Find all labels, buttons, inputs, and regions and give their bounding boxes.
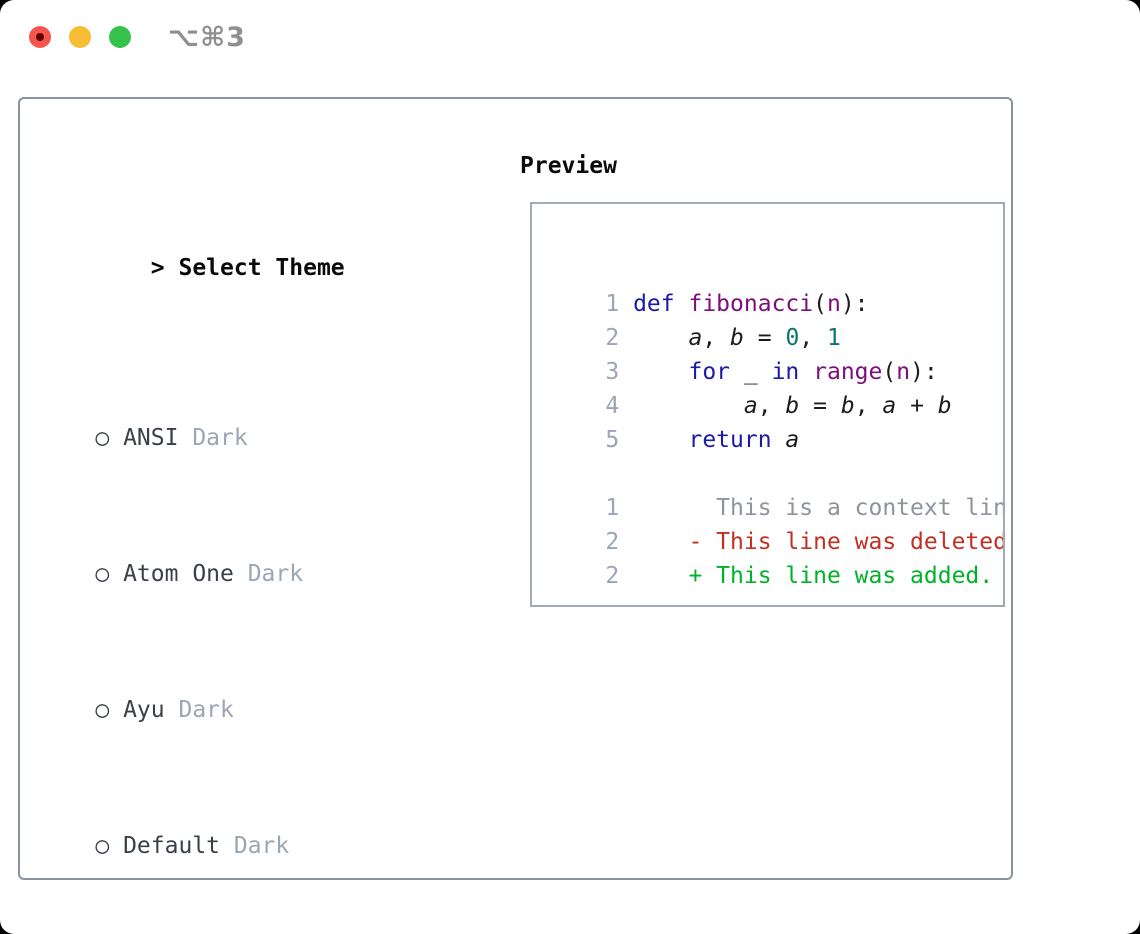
code-token: [633, 359, 688, 385]
code-token: ,: [757, 393, 786, 419]
diff-line-content: + This line was added.: [688, 563, 994, 589]
code-line: 3 for _ in range(n):: [550, 321, 1003, 385]
code-token: (: [813, 291, 827, 317]
code-token: ,: [854, 393, 883, 419]
diff-line: 2 - This line was deleted.: [550, 491, 1003, 555]
zoom-button[interactable]: [109, 26, 131, 48]
cursor-prompt-icon: >: [150, 255, 165, 281]
select-theme-heading-label: Select Theme: [178, 255, 345, 281]
code-token: b: [785, 393, 800, 419]
code-token: ):: [840, 291, 869, 317]
code-token: 1: [827, 325, 841, 351]
code-token: [675, 291, 689, 317]
theme-variant-label: Dark: [192, 425, 248, 451]
select-theme-heading: > Select Theme: [40, 217, 428, 281]
code-token: in: [771, 359, 800, 385]
theme-list-item[interactable]: ○ Ayu Dark: [40, 659, 428, 723]
code-token: =: [799, 393, 841, 419]
code-token: _: [730, 359, 772, 385]
code-line: 2 a, b = 0, 1: [550, 287, 1003, 351]
code-token: a: [785, 427, 800, 453]
theme-name: ANSI: [123, 425, 179, 451]
line-number: 1: [605, 495, 620, 521]
code-token: ,: [799, 325, 827, 351]
line-number: 3: [605, 359, 620, 385]
diff-line: 1 This is a context line.: [550, 457, 1003, 521]
code-token: n: [896, 359, 911, 385]
code-token: 0: [785, 325, 800, 351]
close-button[interactable]: [29, 26, 51, 48]
theme-name: Ayu: [123, 697, 165, 723]
radio-icon: ○: [95, 561, 110, 587]
code-token: b: [937, 393, 952, 419]
code-token: a: [882, 393, 897, 419]
code-token: ,: [702, 325, 731, 351]
theme-variant-label: Dark: [233, 833, 290, 859]
code-token: return: [688, 427, 772, 453]
line-number: 5: [605, 427, 620, 453]
line-number: 4: [605, 393, 620, 419]
window-titlebar: ⌥⌘3: [0, 0, 1140, 74]
code-line-content: a, b = b, a + b: [633, 393, 952, 419]
preview-heading: Preview: [520, 153, 617, 179]
code-token: fibonacci: [688, 291, 814, 317]
theme-list-item[interactable]: ○ Atom One Dark: [40, 523, 428, 587]
code-token: [633, 325, 688, 351]
code-token: for: [688, 359, 731, 385]
line-number: 2: [605, 325, 620, 351]
code-token: ):: [910, 359, 938, 385]
code-token: [772, 427, 786, 453]
theme-name: Default: [123, 833, 221, 859]
code-token: =: [743, 325, 786, 351]
code-token: [633, 393, 744, 419]
diff-line-content: This is a context line.: [688, 495, 1005, 521]
radio-icon: ○: [95, 425, 110, 451]
line-number: 1: [605, 291, 620, 317]
radio-icon: ○: [95, 697, 110, 723]
code-line-content: for _ in range(n):: [633, 359, 938, 385]
code-token: [633, 427, 688, 453]
code-line: 1 def fibonacci(n):: [550, 253, 1003, 317]
code-line: 5 return a: [550, 389, 1003, 453]
code-token: a: [688, 325, 703, 351]
code-line-content: return a: [633, 427, 799, 453]
minimize-button[interactable]: [69, 26, 91, 48]
diff-line-content: - This line was deleted.: [688, 529, 1005, 555]
theme-list-item[interactable]: ○ Default Dark: [40, 795, 428, 859]
code-token: b: [730, 325, 744, 351]
code-token: range: [813, 359, 883, 385]
theme-variant-label: Dark: [247, 561, 304, 587]
theme-list-item[interactable]: ○ ANSI Dark: [40, 387, 428, 451]
line-number: 2: [605, 529, 620, 555]
code-token: def: [633, 291, 675, 317]
code-token: a: [743, 393, 758, 419]
theme-name: Atom One: [123, 561, 234, 587]
code-line: 4 a, b = b, a + b: [550, 355, 1003, 419]
theme-variant-label: Dark: [178, 697, 234, 723]
code-token: [799, 359, 813, 385]
code-token: (: [882, 359, 897, 385]
code-line-content: def fibonacci(n):: [633, 291, 868, 317]
code-line-content: a, b = 0, 1: [633, 325, 841, 351]
diff-line: 2 + This line was added.: [550, 525, 1003, 589]
radio-icon: ○: [95, 833, 110, 859]
code-token: b: [840, 393, 855, 419]
code-token: +: [896, 393, 938, 419]
unsaved-dot-icon: [36, 33, 44, 41]
window-shortcut-label: ⌥⌘3: [168, 22, 246, 53]
diff-preview: 1 This is a context line. 2 - This line w…: [550, 457, 1003, 589]
line-number: 2: [605, 563, 620, 589]
code-token: n: [826, 291, 841, 317]
